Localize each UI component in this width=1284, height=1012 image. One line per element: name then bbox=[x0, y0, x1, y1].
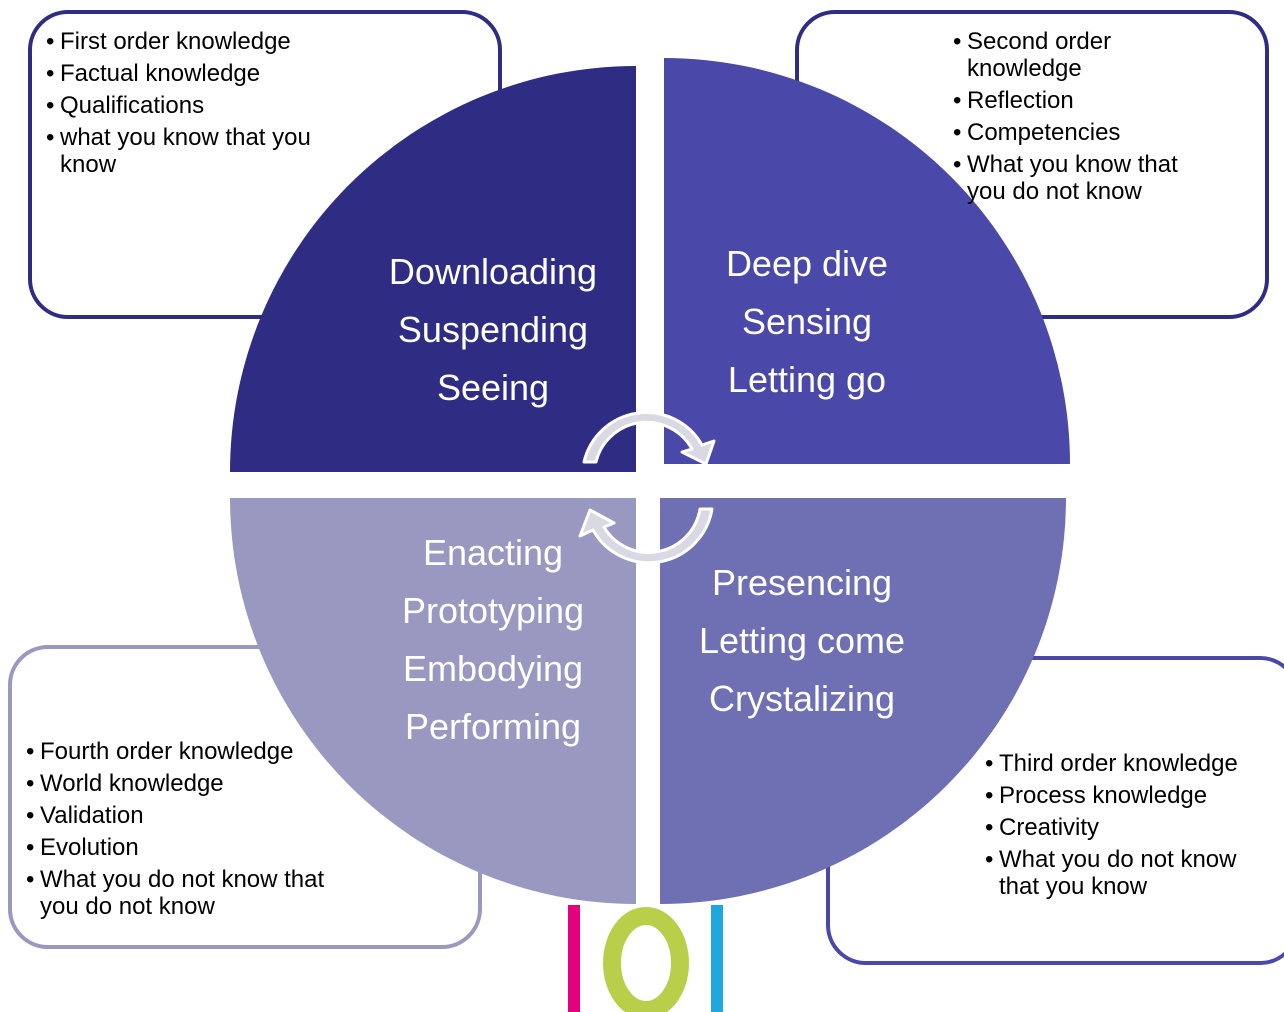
quadrant-label-top-right: Deep dive Sensing Letting go bbox=[677, 235, 937, 409]
quadrant-line: Letting come bbox=[698, 620, 906, 661]
quadrant-line: Performing bbox=[404, 706, 582, 747]
logo-i-bar bbox=[568, 905, 580, 1012]
quadrant-bottom-left bbox=[230, 498, 636, 904]
quadrant-top-right bbox=[664, 58, 1070, 464]
list-item: Process knowledge bbox=[985, 782, 1277, 809]
list-item: What you do not know that you know bbox=[985, 846, 1277, 900]
bullet-list: Third order knowledge Process knowledge … bbox=[985, 750, 1277, 900]
quadrant-line: Downloading bbox=[388, 251, 598, 292]
logo-l-bar bbox=[711, 905, 723, 1012]
curved-arrow-clockwise-icon bbox=[582, 411, 716, 466]
list-item: Qualifications bbox=[46, 92, 356, 119]
quadrant-bottom-right bbox=[660, 498, 1066, 904]
list-item: Fourth order knowledge bbox=[26, 738, 326, 765]
list-item: Third order knowledge bbox=[985, 750, 1277, 777]
list-item: World knowledge bbox=[26, 770, 326, 797]
quadrant-line: Sensing bbox=[741, 301, 873, 342]
box-top-right-text: Second order knowledge Reflection Compet… bbox=[953, 28, 1208, 210]
quadrant-line: Embodying bbox=[402, 648, 584, 689]
quadrant-line: Seeing bbox=[436, 367, 550, 408]
quadrant-line: Crystalizing bbox=[708, 678, 896, 719]
curved-arrow-counterclockwise-icon bbox=[578, 507, 714, 565]
list-item: Validation bbox=[26, 802, 326, 829]
list-item: Reflection bbox=[953, 87, 1208, 114]
quadrant-line: Deep dive bbox=[725, 243, 889, 284]
iol-logo bbox=[568, 905, 723, 1012]
bullet-list: First order knowledge Factual knowledge … bbox=[46, 28, 356, 178]
box-bottom-right-text: Third order knowledge Process knowledge … bbox=[985, 750, 1277, 905]
quadrant-label-top-left: Downloading Suspending Seeing bbox=[363, 243, 623, 417]
list-item: First order knowledge bbox=[46, 28, 356, 55]
list-item: what you know that you know bbox=[46, 124, 356, 178]
list-item: What you do not know that you do not kno… bbox=[26, 866, 326, 920]
box-top-left-text: First order knowledge Factual knowledge … bbox=[46, 28, 356, 183]
quadrant-line: Presencing bbox=[711, 562, 893, 603]
list-item: Evolution bbox=[26, 834, 326, 861]
quadrant-label-bottom-right: Presencing Letting come Crystalizing bbox=[672, 554, 932, 728]
list-item: Factual knowledge bbox=[46, 60, 356, 87]
bullet-list: Fourth order knowledge World knowledge V… bbox=[26, 738, 326, 920]
list-item: Creativity bbox=[985, 814, 1277, 841]
quadrant-line: Prototyping bbox=[401, 590, 585, 631]
quadrant-line: Enacting bbox=[422, 532, 564, 573]
quadrant-line: Letting go bbox=[727, 359, 887, 400]
quadrant-label-bottom-left: Enacting Prototyping Embodying Performin… bbox=[363, 524, 623, 756]
list-item: Second order knowledge bbox=[953, 28, 1208, 82]
list-item: Competencies bbox=[953, 119, 1208, 146]
logo-o-ring bbox=[603, 907, 689, 1012]
quadrant-top-left bbox=[230, 66, 636, 472]
list-item: What you know that you do not know bbox=[953, 151, 1208, 205]
quadrant-line: Suspending bbox=[397, 309, 589, 350]
bullet-list: Second order knowledge Reflection Compet… bbox=[953, 28, 1208, 205]
box-bottom-left-text: Fourth order knowledge World knowledge V… bbox=[26, 738, 326, 925]
